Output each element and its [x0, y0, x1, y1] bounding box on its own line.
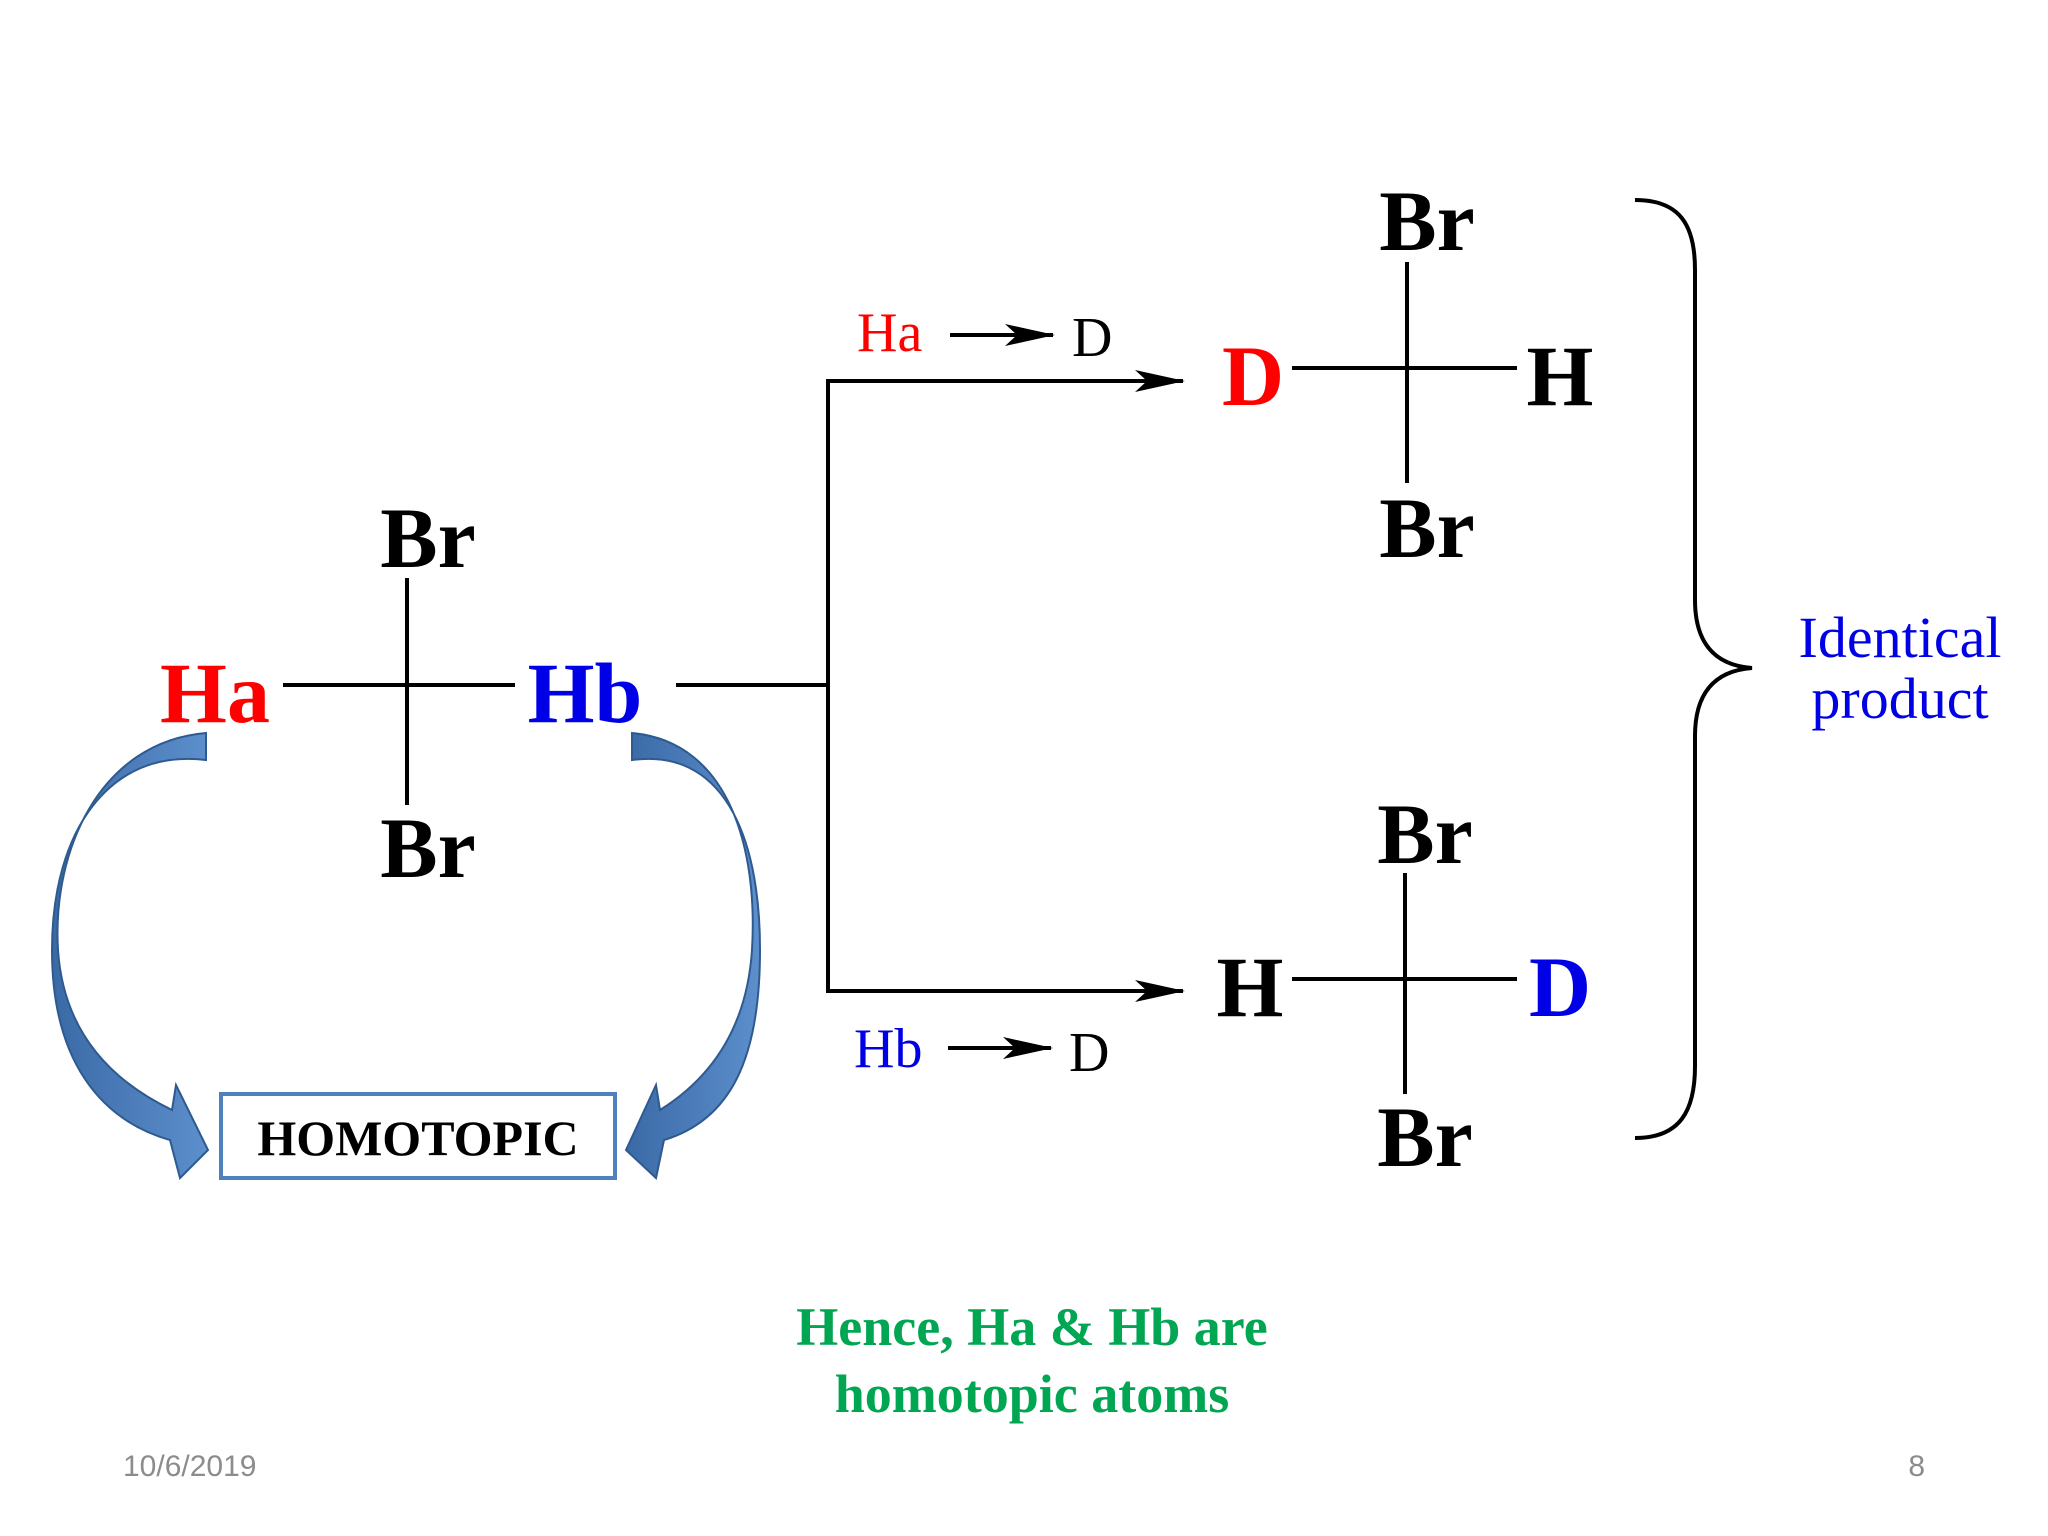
upper-product-molecule: Br Br D H: [1222, 173, 1594, 576]
reactant-right-atom-hb: Hb: [528, 645, 643, 741]
upper-product-top-atom: Br: [1379, 173, 1475, 269]
lower-product-bottom-atom: Br: [1377, 1089, 1473, 1185]
reactant-bottom-atom: Br: [380, 800, 476, 896]
footer-date: 10/6/2019: [123, 1450, 256, 1483]
identical-label-line2: product: [1811, 666, 1988, 731]
reactant-left-atom-ha: Ha: [160, 645, 270, 741]
identical-product-label: Identical product: [1799, 605, 2002, 731]
reactant-molecule: Br Br Ha Hb: [160, 490, 642, 896]
conclusion-text: Hence, Ha & Hb are homotopic atoms: [796, 1297, 1267, 1424]
reaction-branch: [676, 370, 1185, 1002]
conclusion-line1: Hence, Ha & Hb are: [796, 1297, 1267, 1357]
curved-arrow-right-icon: [624, 731, 762, 1180]
lower-product-top-atom: Br: [1377, 786, 1473, 882]
lower-label-from: Hb: [854, 1018, 922, 1080]
upper-product-left-atom-d: D: [1222, 328, 1284, 424]
upper-product-right-atom-h: H: [1527, 328, 1594, 424]
reactant-top-atom: Br: [380, 490, 476, 586]
lower-reaction-label: Hb D: [854, 1018, 1109, 1084]
conclusion-line2: homotopic atoms: [835, 1364, 1229, 1424]
identical-label-line1: Identical: [1799, 605, 2002, 670]
upper-label-to: D: [1072, 307, 1112, 369]
curved-arrow-left-icon: [50, 731, 210, 1180]
lower-product-right-atom-d: D: [1529, 939, 1591, 1035]
upper-product-bottom-atom: Br: [1379, 480, 1475, 576]
homotopic-label: HOMOTOPIC: [257, 1110, 578, 1166]
footer-page-number: 8: [1908, 1450, 1925, 1483]
homotopic-box: HOMOTOPIC: [219, 1092, 617, 1180]
lower-product-molecule: Br Br H D: [1217, 786, 1592, 1185]
lower-product-left-atom-h: H: [1217, 939, 1284, 1035]
curly-brace: [1634, 198, 1753, 1140]
upper-reaction-label: Ha D: [857, 302, 1112, 369]
lower-label-to: D: [1069, 1022, 1109, 1084]
upper-label-from: Ha: [857, 302, 922, 364]
